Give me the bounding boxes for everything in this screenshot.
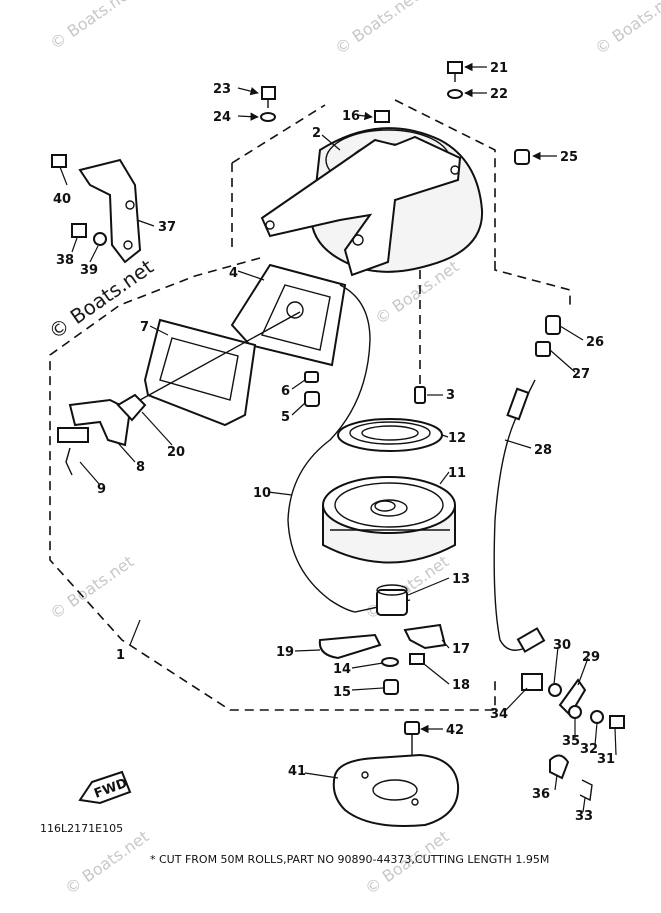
callout-30: 30 xyxy=(553,638,571,653)
cable-adjuster xyxy=(516,627,546,653)
cable-end xyxy=(506,387,530,421)
callout-12: 12 xyxy=(448,431,466,446)
cap xyxy=(514,149,530,165)
rope-connector xyxy=(116,393,147,422)
clip xyxy=(549,754,570,780)
callout-35: 35 xyxy=(562,734,580,749)
bushing xyxy=(304,371,319,383)
nut xyxy=(409,653,425,665)
callout-17: 17 xyxy=(452,642,470,657)
callout-38: 38 xyxy=(56,253,74,268)
callout-1: 1 xyxy=(116,648,125,663)
clip-spring xyxy=(318,633,382,660)
callout-4: 4 xyxy=(229,266,238,281)
callout-5: 5 xyxy=(281,410,290,425)
bolt xyxy=(447,61,463,74)
collar xyxy=(548,683,562,697)
callout-39: 39 xyxy=(80,263,98,278)
washer xyxy=(93,232,107,246)
callout-21: 21 xyxy=(490,61,508,76)
callout-40: 40 xyxy=(53,192,71,207)
washer xyxy=(381,657,399,667)
clip xyxy=(65,447,73,476)
bolt xyxy=(51,154,67,168)
nut xyxy=(374,110,390,123)
bolt xyxy=(261,86,276,100)
watermark: © Boats.net xyxy=(591,0,661,58)
callout-3: 3 xyxy=(446,388,455,403)
bracket xyxy=(78,158,142,264)
footnote: * CUT FROM 50M ROLLS,PART NO 90890-44373… xyxy=(150,853,549,866)
spring xyxy=(535,341,551,357)
washer xyxy=(260,112,276,122)
callout-7: 7 xyxy=(140,320,149,335)
callout-2: 2 xyxy=(312,126,321,141)
sheave-drum xyxy=(322,476,456,564)
spiral-spring xyxy=(337,418,443,452)
watermark: © Boats.net xyxy=(46,0,137,53)
callout-14: 14 xyxy=(333,662,351,677)
washer xyxy=(590,710,604,724)
callout-16: 16 xyxy=(342,109,360,124)
rope-segment xyxy=(139,311,301,401)
lever-pad xyxy=(57,427,89,443)
callout-10: 10 xyxy=(253,486,271,501)
callout-18: 18 xyxy=(452,678,470,693)
callout-24: 24 xyxy=(213,110,231,125)
callout-41: 41 xyxy=(288,764,306,779)
callout-42: 42 xyxy=(446,723,464,738)
callout-27: 27 xyxy=(572,367,590,382)
assembly-boundary xyxy=(49,99,571,711)
callout-9: 9 xyxy=(97,482,106,497)
callout-11: 11 xyxy=(448,466,466,481)
callout-34: 34 xyxy=(490,707,508,722)
callouts: 1 2 3 4 5 6 7 8 9 10 11 12 13 14 15 16 1… xyxy=(53,61,615,824)
drive-pawl xyxy=(376,584,408,616)
callout-13: 13 xyxy=(452,572,470,587)
bolt xyxy=(609,715,625,729)
washer xyxy=(447,89,463,99)
callout-19: 19 xyxy=(276,645,294,660)
callout-20: 20 xyxy=(167,445,185,460)
watermark: © Boats.net xyxy=(61,827,152,899)
watermark: © Boats.net xyxy=(331,0,422,58)
callout-28: 28 xyxy=(534,443,552,458)
callout-32: 32 xyxy=(580,742,598,757)
starter-rope xyxy=(287,284,411,613)
pin xyxy=(414,386,426,404)
callout-26: 26 xyxy=(586,335,604,350)
callout-23: 23 xyxy=(213,82,231,97)
bolt xyxy=(404,721,420,735)
cable-joint xyxy=(545,315,561,335)
callout-8: 8 xyxy=(136,460,145,475)
bracket-small xyxy=(521,673,543,691)
lever xyxy=(68,398,132,447)
watermark: © Boats.net xyxy=(46,552,137,624)
starter-handle xyxy=(143,318,257,427)
bolt xyxy=(304,391,320,407)
callout-37: 37 xyxy=(158,220,176,235)
callout-22: 22 xyxy=(490,87,508,102)
forward-indicator: FWD xyxy=(78,770,132,805)
drawing-code: 116L2171E105 xyxy=(40,822,123,835)
pin xyxy=(579,779,593,802)
callout-31: 31 xyxy=(597,752,615,767)
handle-frame xyxy=(230,263,347,367)
callout-6: 6 xyxy=(281,384,290,399)
starter-housing xyxy=(260,127,484,277)
callout-15: 15 xyxy=(333,685,351,700)
leader-lines xyxy=(59,62,617,813)
bolt xyxy=(71,223,87,238)
washer xyxy=(568,705,582,719)
start-cable xyxy=(493,379,536,651)
callout-33: 33 xyxy=(575,809,593,824)
callout-29: 29 xyxy=(582,650,600,665)
drive-plate xyxy=(403,623,447,650)
callout-36: 36 xyxy=(532,787,550,802)
bolt xyxy=(383,679,399,695)
callout-25: 25 xyxy=(560,150,578,165)
base-plate xyxy=(332,753,460,827)
link-lever xyxy=(558,678,587,717)
